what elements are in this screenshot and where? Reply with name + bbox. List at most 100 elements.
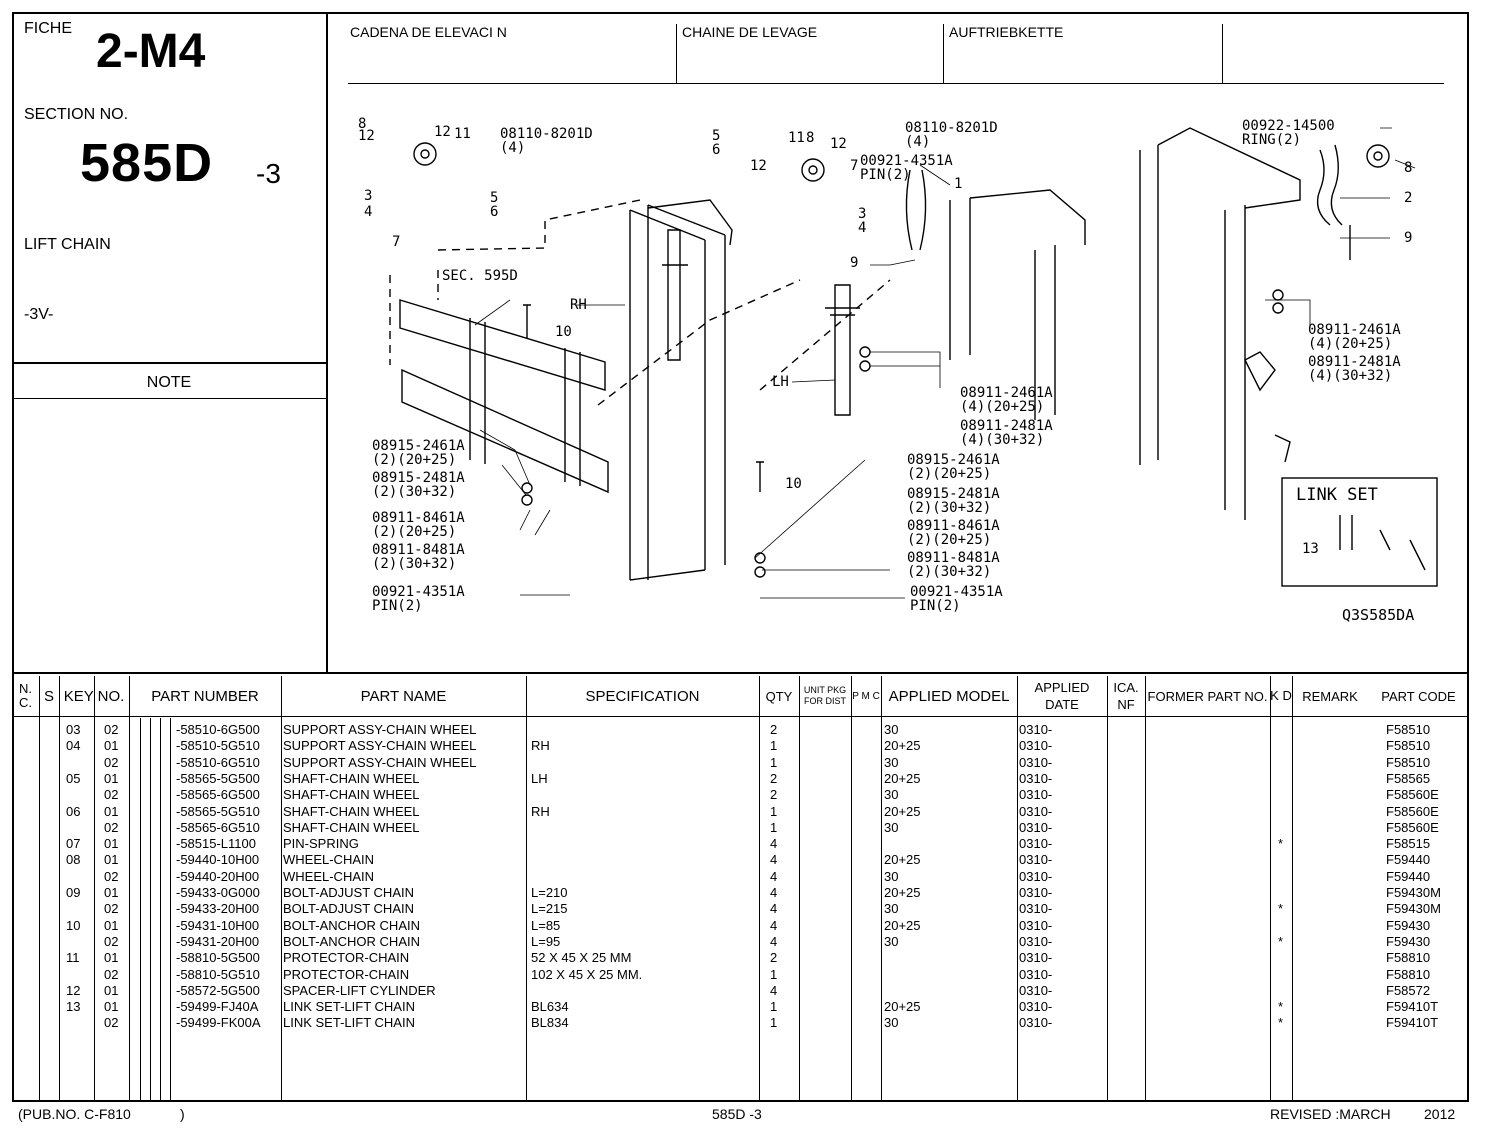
svg-text:RH: RH [570, 297, 587, 313]
cell-model: 20+25 [884, 738, 921, 754]
cell-spec: L=95 [531, 933, 561, 949]
cell-kd: * [1278, 1015, 1284, 1031]
inner-mast [629, 204, 726, 581]
cell-sub: 02 [104, 1015, 119, 1031]
divider [12, 672, 1469, 674]
cell-date: 0310- [1019, 722, 1053, 737]
svg-text:11: 11 [454, 126, 471, 142]
cell-kd: * [1278, 836, 1284, 852]
svg-text:8: 8 [1404, 160, 1412, 176]
svg-text:4: 4 [858, 220, 866, 236]
cell-code: F59440 [1386, 852, 1431, 868]
cell-key: 10 [66, 917, 81, 933]
pub-number: (PUB.NO. C-F810 [18, 1106, 131, 1122]
cell-qty: 4 [770, 901, 778, 917]
cell-qty: 4 [770, 836, 778, 852]
svg-text:(2)(30+32): (2)(30+32) [372, 556, 456, 572]
svg-text:08911-2481A: 08911-2481A [1308, 354, 1401, 370]
svg-text:Q3S585DA: Q3S585DA [1342, 606, 1414, 624]
svg-text:PIN(2): PIN(2) [372, 598, 423, 614]
col-spec: SPECIFICATION [585, 687, 700, 705]
svg-text:(4): (4) [905, 134, 930, 150]
cell-spec: RH [531, 738, 550, 754]
col-divider [170, 718, 171, 1102]
cell-sub: 02 [104, 754, 119, 770]
cell-pn: -58510-5G510 [176, 738, 260, 754]
col-divider [140, 718, 141, 1102]
svg-text:(2)(20+25): (2)(20+25) [372, 452, 456, 468]
cell-sub: 02 [104, 868, 119, 884]
svg-text:00921-4351A: 00921-4351A [372, 584, 465, 600]
svg-text:7: 7 [850, 158, 858, 174]
svg-text:12: 12 [358, 128, 375, 144]
svg-text:08911-8461A: 08911-8461A [372, 510, 465, 526]
cell-name: BOLT-ADJUST CHAIN [283, 885, 414, 900]
cell-code: F59410T [1386, 999, 1439, 1015]
svg-text:LH: LH [772, 374, 789, 390]
svg-text:5: 5 [490, 190, 498, 206]
cell-name: SHAFT-CHAIN WHEEL [283, 803, 420, 819]
svg-text:1: 1 [954, 176, 962, 192]
svg-text:(2)(30+32): (2)(30+32) [372, 484, 456, 500]
cell-date: 0310- [1019, 901, 1053, 917]
cell-code: F58810 [1386, 966, 1431, 982]
svg-text:3: 3 [364, 188, 372, 204]
cell-model: 20+25 [884, 852, 921, 868]
col-nc: N. C. [19, 681, 32, 710]
cell-pn: -58565-6G510 [176, 819, 260, 835]
cell-name: SUPPORT ASSY-CHAIN WHEEL [283, 738, 477, 754]
divider [12, 362, 326, 364]
cell-code: F58560E [1386, 803, 1439, 819]
svg-text:10: 10 [785, 476, 802, 492]
col-unit-pkg: UNIT PKG FOR DIST [803, 685, 847, 706]
svg-text:6: 6 [490, 204, 498, 220]
page-frame [12, 12, 1469, 1102]
cell-sub: 02 [104, 933, 119, 949]
cell-model: 20+25 [884, 770, 921, 786]
col-divider [881, 676, 882, 1102]
cell-date: 0310- [1019, 803, 1053, 819]
cell-pn: -59431-10H00 [176, 917, 260, 933]
svg-text:08915-2481A: 08915-2481A [372, 470, 465, 486]
col-kd: K D [1270, 688, 1292, 703]
cell-kd: * [1278, 901, 1284, 917]
divider [1222, 24, 1223, 84]
cell-pn: -59499-FJ40A [176, 999, 259, 1015]
cell-model: 20+25 [884, 999, 921, 1015]
pub-number-close: ) [180, 1106, 185, 1122]
col-former: FORMER PART NO. [1147, 688, 1268, 704]
cell-date: 0310- [1019, 950, 1053, 966]
chain-wheel [413, 142, 437, 166]
cell-code: F59430 [1386, 933, 1431, 949]
svg-text:(2)(30+32): (2)(30+32) [907, 500, 991, 516]
table-header: N. C. S KEY NO. PART NUMBER PART NAME SP… [12, 674, 1469, 718]
cell-name: SUPPORT ASSY-CHAIN WHEEL [283, 722, 477, 737]
col-pmc: P M C [852, 690, 880, 702]
svg-text:08911-2481A: 08911-2481A [960, 418, 1053, 434]
col-divider [851, 676, 852, 1102]
cell-qty: 2 [770, 722, 778, 737]
cell-key: 12 [66, 982, 81, 998]
svg-text:00921-4351A: 00921-4351A [860, 153, 953, 169]
cell-date: 0310- [1019, 885, 1053, 900]
cell-name: LINK SET-LIFT CHAIN [283, 999, 415, 1015]
col-qty: QTY [765, 688, 793, 704]
svg-text:2: 2 [1404, 190, 1412, 206]
cell-name: SHAFT-CHAIN WHEEL [283, 770, 420, 786]
svg-text:00922-14500: 00922-14500 [1242, 118, 1335, 134]
cell-name: LINK SET-LIFT CHAIN [283, 1015, 415, 1031]
cell-sub: 01 [104, 982, 119, 998]
col-divider [1107, 676, 1108, 1102]
cell-name: SUPPORT ASSY-CHAIN WHEEL [283, 754, 477, 770]
svg-text:11: 11 [788, 130, 805, 146]
svg-text:7: 7 [392, 234, 400, 250]
col-divider [799, 676, 800, 1102]
col-part-name: PART NAME [360, 687, 447, 705]
cell-model: 20+25 [884, 803, 921, 819]
cell-name: PIN-SPRING [283, 836, 359, 852]
cell-model: 30 [884, 787, 899, 803]
cell-qty: 1 [770, 966, 778, 982]
cell-sub: 01 [104, 999, 119, 1015]
cell-sub: 01 [104, 770, 119, 786]
cell-sub: 01 [104, 885, 119, 900]
